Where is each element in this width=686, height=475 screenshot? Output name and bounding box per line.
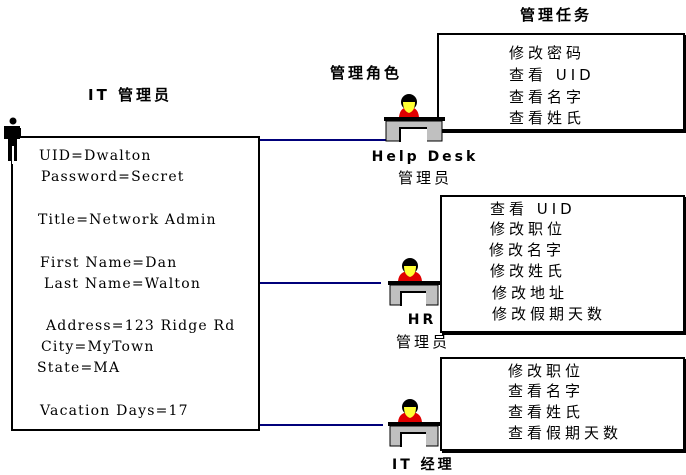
task-item: 修改职位 — [508, 362, 585, 380]
task-item: 查看 UID — [490, 200, 576, 218]
role-sub-hr: 管理员 — [395, 333, 450, 351]
role-name-itmanager: IT 经理 — [392, 457, 455, 473]
attr-first-name: First Name=Dan — [40, 255, 178, 271]
connector-helpdesk — [260, 139, 386, 141]
role-name-hr: HR — [407, 312, 437, 328]
task-item: 修改名字 — [489, 241, 566, 259]
task-box-helpdesk: 修改密码 查看 UID 查看名字 查看姓氏 — [437, 33, 685, 131]
attr-vacation-days: Vacation Days=17 — [40, 403, 189, 419]
task-item: 查看姓氏 — [509, 109, 586, 127]
task-item: 修改职位 — [490, 220, 567, 238]
person-icon — [4, 117, 21, 164]
task-item: 修改地址 — [492, 284, 569, 302]
task-item: 修改假期天数 — [492, 305, 607, 323]
task-item: 修改姓氏 — [490, 262, 567, 280]
attr-last-name: Last Name=Walton — [44, 276, 202, 292]
user-heading: IT 管理员 — [88, 86, 173, 104]
task-item: 修改密码 — [509, 44, 586, 62]
connector-itmanager — [260, 424, 383, 426]
admin-at-desk-icon — [388, 258, 440, 306]
attr-password: Password=Secret — [41, 169, 185, 185]
task-item: 查看假期天数 — [508, 424, 623, 442]
task-item: 查看 UID — [509, 66, 595, 84]
user-entry-box: UID=Dwalton Password=Secret Title=Networ… — [11, 136, 260, 431]
tasks-heading: 管理任务 — [520, 6, 593, 24]
attr-address: Address=123 Ridge Rd — [46, 318, 236, 334]
task-box-itmanager: 修改职位 查看名字 查看姓氏 查看假期天数 — [440, 357, 685, 451]
task-item: 查看名字 — [509, 88, 586, 106]
admin-at-desk-icon — [388, 399, 440, 447]
roles-heading: 管理角色 — [330, 64, 403, 82]
attr-title: Title=Network Admin — [38, 212, 217, 228]
attr-city: City=MyTown — [41, 339, 155, 355]
task-item: 查看名字 — [508, 382, 585, 400]
admin-at-desk-icon — [384, 94, 445, 142]
attr-uid: UID=Dwalton — [39, 148, 152, 164]
task-box-hr: 查看 UID 修改职位 修改名字 修改姓氏 修改地址 修改假期天数 — [440, 195, 685, 333]
attr-state: State=MA — [37, 360, 121, 376]
task-item: 查看姓氏 — [508, 403, 585, 421]
connector-hr — [260, 282, 381, 284]
role-sub-helpdesk: 管理员 — [397, 169, 452, 187]
role-name-helpdesk: Help Desk — [371, 149, 479, 165]
